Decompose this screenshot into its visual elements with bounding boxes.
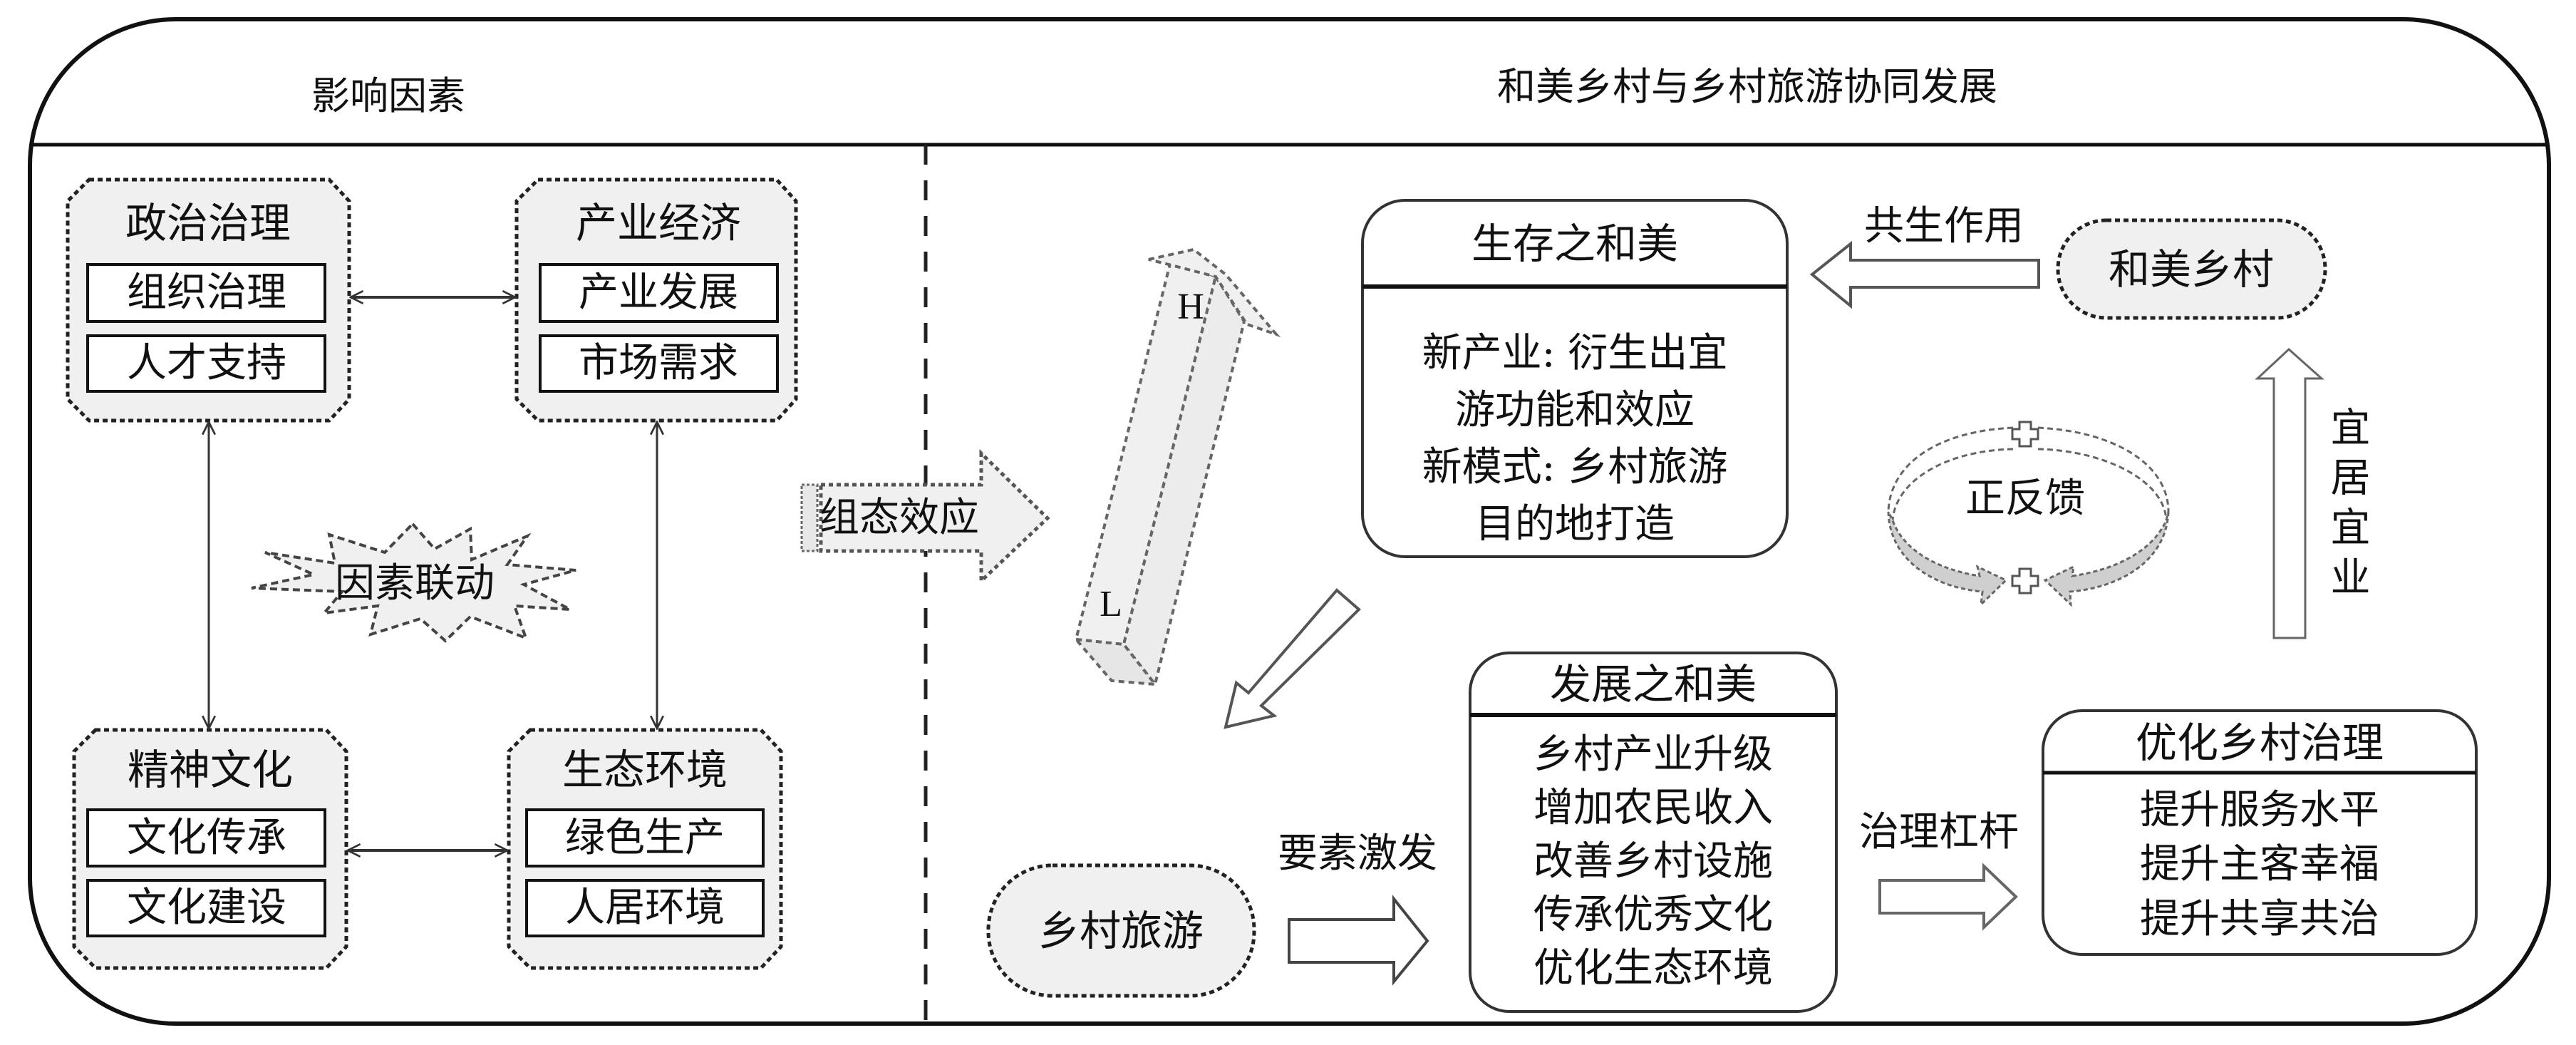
factor-item: 组织治理: [127, 269, 286, 316]
development-line: 增加农民收入: [1533, 785, 1773, 831]
governance-lever-label: 治理杠杆: [1859, 809, 2019, 855]
rural-tourism-label: 乡村旅游: [1038, 907, 1204, 955]
survival-box: [1361, 199, 1789, 558]
governance-line: 提升主客幸福: [2140, 841, 2379, 887]
config-effect-label: 组态效应: [819, 495, 979, 541]
factor-item: 绿色生产: [565, 815, 725, 861]
development-title: 发展之和美: [1549, 660, 1757, 709]
symbiosis-label: 共生作用: [1864, 203, 2024, 249]
section-title-influencing-factors: 影响因素: [311, 73, 465, 118]
config-effect-arrow: [800, 449, 1050, 585]
livable-label: 宜居宜业: [2324, 406, 2370, 606]
factor-box-politics: [66, 177, 351, 423]
outer-frame: [28, 17, 2551, 1026]
linkage-burst-shape: [251, 522, 576, 643]
level-high-label: H: [1177, 287, 1204, 327]
factor-box-ecology: [507, 728, 783, 970]
development-line: 传承优秀文化: [1533, 892, 1773, 938]
livable-arrow: [2255, 347, 2324, 639]
factor-title-culture: 精神文化: [127, 746, 294, 794]
development-line: 优化生态环境: [1533, 945, 1773, 992]
plus-top-icon: [2011, 421, 2039, 448]
plus-bottom-icon: [2011, 567, 2039, 594]
level-low-label: L: [1100, 584, 1122, 624]
level-bar: [1072, 247, 1281, 688]
factor-title-ecology: 生态环境: [562, 746, 728, 794]
development-line: 改善乡村设施: [1533, 838, 1773, 885]
feedback-loop: [1887, 421, 2170, 607]
survival-line: 目的地打造: [1475, 501, 1675, 547]
factor-item: 人居环境: [565, 885, 725, 931]
factor-item: 文化建设: [127, 885, 286, 931]
survival-line: 新模式: 乡村旅游: [1422, 444, 1728, 490]
factor-title-economy: 产业经济: [575, 199, 742, 247]
activation-arrow: [1288, 895, 1429, 986]
symbiosis-arrow: [1809, 240, 2040, 309]
section-title-coordinated-development: 和美乡村与乡村旅游协同发展: [1497, 64, 1997, 109]
factor-box-economy: [514, 177, 798, 423]
feedback-label: 正反馈: [1965, 475, 2085, 522]
factor-item: 文化传承: [127, 815, 286, 861]
factor-activation-label: 要素激发: [1278, 830, 1437, 877]
rural-tourism-pill: [986, 863, 1256, 998]
governance-title: 优化乡村治理: [2135, 719, 2384, 767]
survival-title: 生存之和美: [1471, 220, 1679, 268]
factor-item: 市场需求: [579, 340, 738, 386]
factor-title-politics: 政治治理: [125, 199, 291, 247]
development-line: 乡村产业升级: [1533, 731, 1773, 778]
factor-item: 人才支持: [127, 340, 286, 386]
development-box: [1469, 652, 1838, 1013]
factor-item: 产业发展: [579, 269, 738, 316]
diagonal-arrow: [1224, 588, 1361, 729]
governance-line: 提升共享共治: [2140, 896, 2379, 942]
harmonious-village-label: 和美乡村: [2108, 245, 2275, 294]
survival-line: 新产业: 衍生出宜: [1422, 330, 1728, 376]
governance-lever-arrow: [1878, 863, 2018, 931]
linkage-label: 因素联动: [335, 560, 495, 607]
survival-line: 游功能和效应: [1455, 387, 1695, 433]
harmonious-village-pill: [2056, 218, 2327, 320]
factor-box-culture: [72, 728, 348, 970]
governance-line: 提升服务水平: [2140, 787, 2379, 833]
